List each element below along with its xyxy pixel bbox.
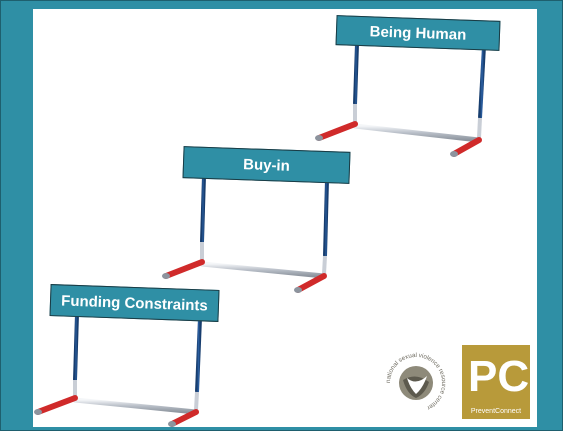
hurdle-sign-funding-constraints: Funding Constraints xyxy=(49,284,220,322)
hurdle-base-rail xyxy=(72,397,199,415)
hurdle-post-left xyxy=(73,313,79,381)
hurdle-post-right xyxy=(478,45,486,119)
hurdle-base-rail xyxy=(352,123,482,143)
hurdle-post-right xyxy=(323,179,329,257)
hurdle-post-right xyxy=(195,317,202,393)
slide-canvas xyxy=(33,9,537,427)
hurdle-foot-right xyxy=(169,409,199,427)
hurdle-foot-left xyxy=(163,259,205,279)
hurdle-sign-buy-in: Buy-in xyxy=(182,146,351,184)
pc-caption: PreventConnect xyxy=(470,408,522,415)
hurdle-base-rail xyxy=(199,261,327,279)
hurdle-foot-left xyxy=(35,395,78,415)
hurdle-sign-being-human: Being Human xyxy=(335,15,501,51)
hurdle-foot-right xyxy=(295,273,327,293)
hurdle-foot-right xyxy=(451,137,482,157)
hurdle-label: Buy-in xyxy=(242,155,291,175)
hurdle-2 xyxy=(162,175,329,293)
hurdle-label: Funding Constraints xyxy=(60,291,209,315)
svg-text:PC: PC xyxy=(468,352,529,401)
nsvrc-logo: national sexual violence resource center xyxy=(383,350,449,416)
hurdle-post-left xyxy=(353,43,359,105)
hurdle-1 xyxy=(315,43,486,157)
hurdle-3 xyxy=(34,313,202,427)
hurdle-foot-left xyxy=(316,121,358,141)
hurdle-label: Being Human xyxy=(369,22,467,44)
pc-mark: PC xyxy=(468,352,529,401)
preventconnect-logo: PC PreventConnect xyxy=(462,345,530,419)
hurdle-post-left xyxy=(200,175,206,243)
